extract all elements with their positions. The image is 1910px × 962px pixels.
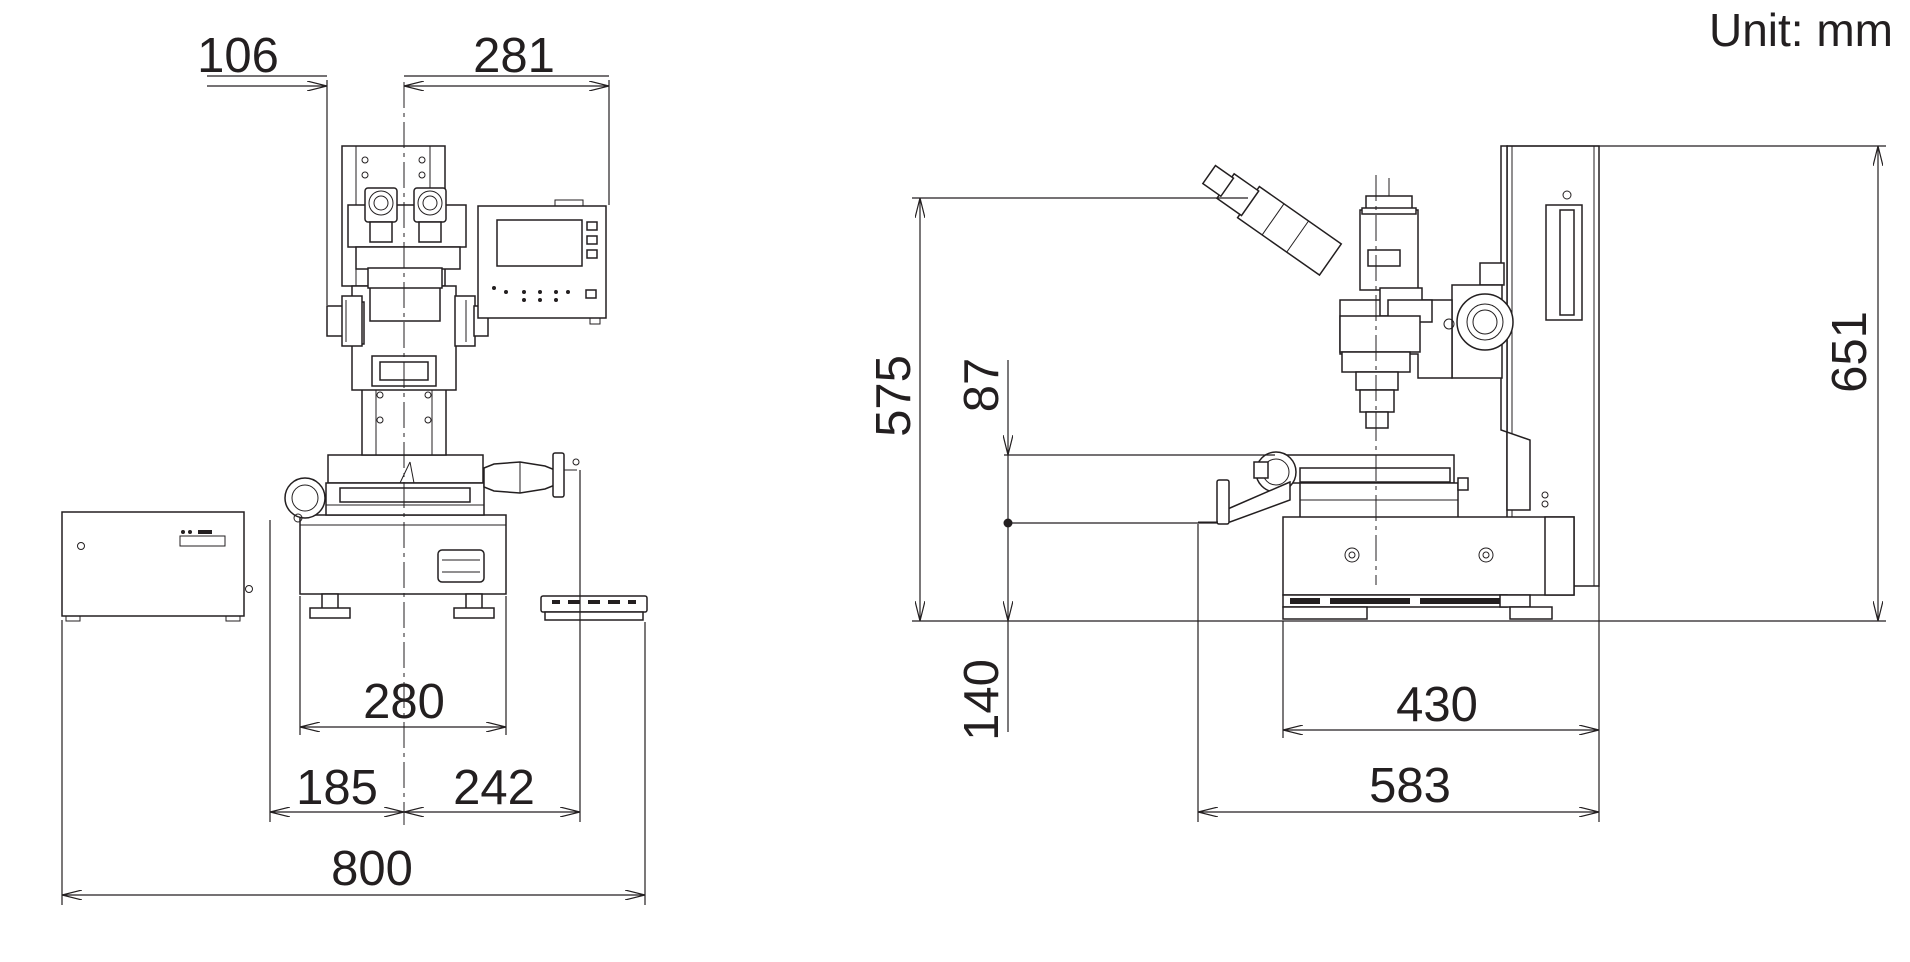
microscope-base <box>299 514 507 619</box>
dim-242-label: 242 <box>453 761 535 815</box>
side-vertical-dimensions: 575 87 140 651 <box>867 146 1878 741</box>
dim-106-label: 106 <box>197 29 279 83</box>
unit-label: Unit: mm <box>1709 4 1893 56</box>
dim-280-label: 280 <box>363 675 445 729</box>
side-stage <box>1198 451 1469 525</box>
dim-185-label: 185 <box>296 761 378 815</box>
dim-140-label: 140 <box>955 659 1009 741</box>
dim-430-label: 430 <box>1396 678 1478 732</box>
dim-281-label: 281 <box>473 29 555 83</box>
side-view: 575 87 140 651 430 583 <box>867 145 1886 822</box>
xy-stage <box>284 452 580 523</box>
optical-head <box>1201 164 1433 429</box>
dim-583-label: 583 <box>1369 759 1451 813</box>
dim-800-label: 800 <box>331 842 413 896</box>
control-panel <box>477 199 607 325</box>
dim-575-label: 575 <box>867 355 921 437</box>
dim-651-label: 651 <box>1823 311 1877 393</box>
front-top-dimensions: 106 281 <box>197 29 610 305</box>
rear-cabinet <box>1506 145 1600 587</box>
side-horizontal-dimensions: 430 583 <box>1198 678 1599 813</box>
front-bottom-dimensions: 280 185 242 800 <box>61 470 646 905</box>
side-base <box>1282 516 1575 620</box>
controller-box <box>61 511 253 622</box>
footswitch <box>540 595 648 621</box>
front-view: 106 281 280 185 242 800 <box>61 29 648 905</box>
microscope-head <box>326 187 489 391</box>
dim-87-label: 87 <box>955 358 1009 413</box>
side-extension-lines <box>912 145 1886 822</box>
